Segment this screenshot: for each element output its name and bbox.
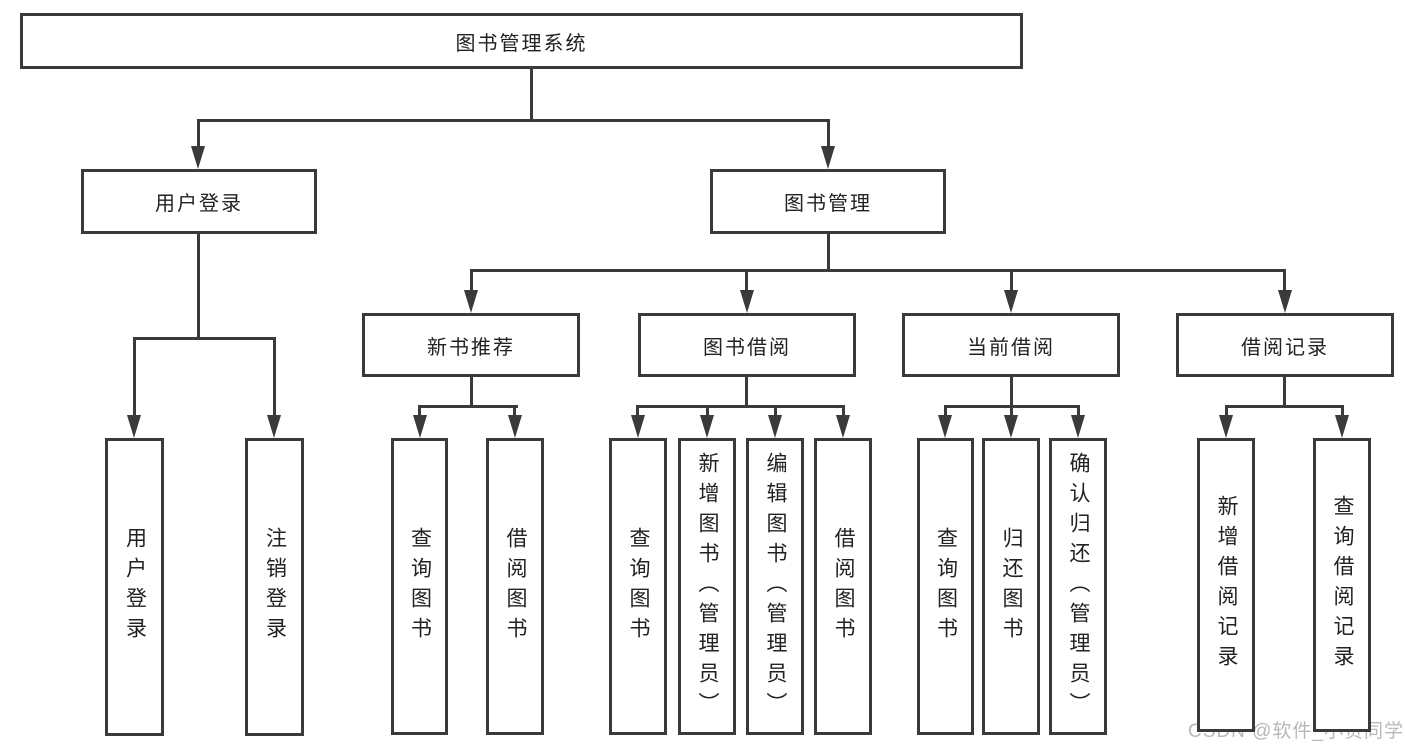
connector-line	[470, 269, 473, 292]
arrowhead-down-icon	[1071, 415, 1085, 438]
node-new-book-recommend: 新书推荐	[362, 313, 580, 377]
arrowhead-down-icon	[821, 146, 835, 169]
connector-line	[1010, 376, 1013, 407]
connector-line	[133, 337, 276, 340]
node-borrow-books-recommend: 借阅图书	[486, 438, 544, 735]
node-return-books: 归还图书	[982, 438, 1040, 735]
arrowhead-down-icon	[836, 415, 850, 438]
connector-line	[530, 68, 533, 121]
arrowhead-down-icon	[938, 415, 952, 438]
arrowhead-down-icon	[1004, 415, 1018, 438]
node-add-books-admin: 新增图书（管理员）	[678, 438, 736, 735]
connector-line	[197, 119, 830, 122]
connector-line	[636, 405, 639, 418]
connector-line	[513, 405, 516, 418]
node-query-books-current: 查询图书	[917, 438, 974, 735]
connector-line	[197, 119, 200, 149]
arrowhead-down-icon	[267, 415, 281, 438]
connector-line	[1010, 269, 1013, 292]
connector-line	[774, 405, 777, 418]
node-add-borrow-record: 新增借阅记录	[1197, 438, 1255, 732]
connector-line	[1341, 405, 1344, 418]
connector-line	[1283, 269, 1286, 292]
connector-line	[470, 376, 473, 407]
arrowhead-down-icon	[1278, 290, 1292, 313]
node-query-books-borrowing: 查询图书	[609, 438, 667, 735]
connector-line	[745, 269, 748, 292]
node-current-borrowing: 当前借阅	[902, 313, 1120, 377]
arrowhead-down-icon	[127, 415, 141, 438]
node-query-books-recommend: 查询图书	[391, 438, 448, 735]
node-query-borrow-record: 查询借阅记录	[1313, 438, 1371, 732]
arrowhead-down-icon	[191, 146, 205, 169]
connector-line	[842, 405, 845, 418]
node-confirm-return-admin: 确认归还（管理员）	[1049, 438, 1107, 735]
arrowhead-down-icon	[631, 415, 645, 438]
node-logout-action: 注销登录	[245, 438, 304, 736]
connector-line	[827, 119, 830, 149]
connector-line	[418, 405, 421, 418]
connector-line	[1225, 405, 1228, 418]
connector-line	[1283, 376, 1286, 407]
connector-line	[944, 405, 947, 418]
arrowhead-down-icon	[700, 415, 714, 438]
arrowhead-down-icon	[508, 415, 522, 438]
node-user-login: 用户登录	[81, 169, 317, 234]
connector-line	[745, 376, 748, 407]
connector-line	[1077, 405, 1080, 418]
node-book-borrowing: 图书借阅	[638, 313, 856, 377]
arrowhead-down-icon	[464, 290, 478, 313]
node-user-login-action: 用户登录	[105, 438, 164, 736]
connector-line	[827, 233, 830, 271]
arrowhead-down-icon	[740, 290, 754, 313]
node-borrowing-records: 借阅记录	[1176, 313, 1394, 377]
arrowhead-down-icon	[1219, 415, 1233, 438]
connector-line	[636, 405, 845, 408]
arrowhead-down-icon	[1335, 415, 1349, 438]
node-book-management: 图书管理	[710, 169, 946, 234]
arrowhead-down-icon	[1004, 290, 1018, 313]
connector-line	[1225, 405, 1344, 408]
connector-line	[197, 233, 200, 339]
node-root: 图书管理系统	[20, 13, 1023, 69]
node-borrow-books-again: 借阅图书	[814, 438, 872, 735]
connector-line	[273, 337, 276, 417]
connector-line	[470, 269, 1286, 272]
arrowhead-down-icon	[768, 415, 782, 438]
node-edit-books-admin: 编辑图书（管理员）	[746, 438, 804, 735]
connector-line	[706, 405, 709, 418]
connector-line	[1010, 405, 1013, 418]
arrowhead-down-icon	[413, 415, 427, 438]
connector-line	[418, 405, 518, 408]
connector-line	[133, 337, 136, 417]
